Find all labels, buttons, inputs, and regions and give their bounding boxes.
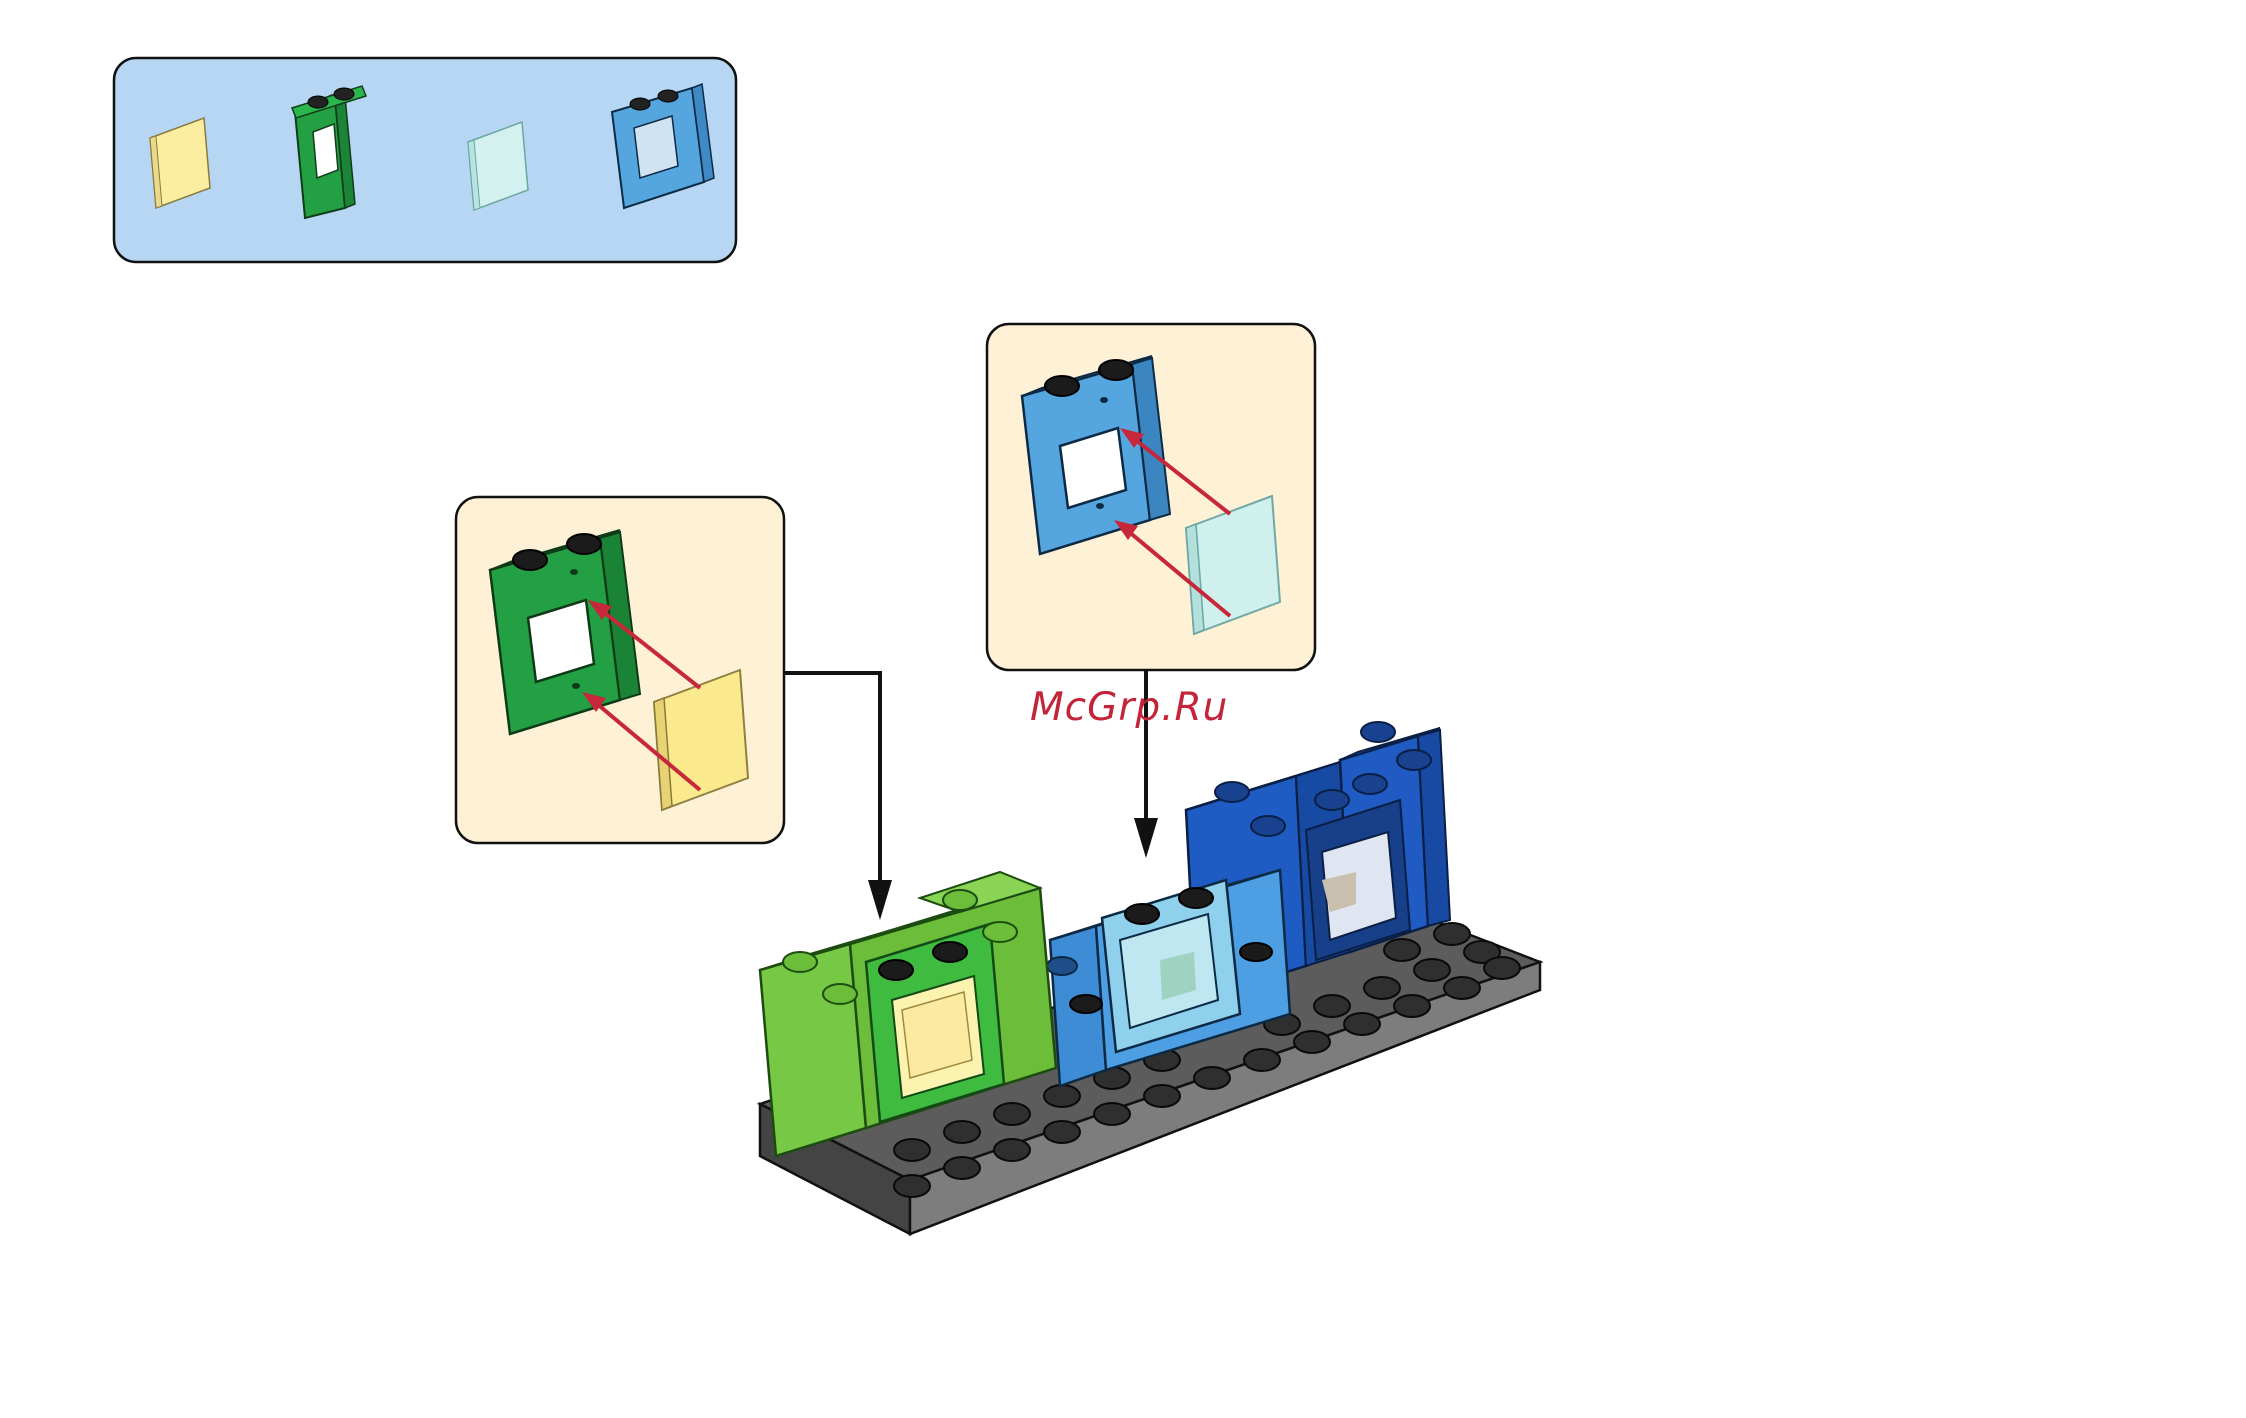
- parts-list-panel: [114, 58, 736, 262]
- watermark-text: McGrp.Ru: [1030, 685, 1228, 730]
- callout-blue-frame-assembly: [987, 324, 1315, 670]
- main-model-assembly: [760, 722, 1540, 1234]
- connector-arrow-green: [784, 673, 892, 920]
- callout-green-frame-assembly: [456, 497, 784, 843]
